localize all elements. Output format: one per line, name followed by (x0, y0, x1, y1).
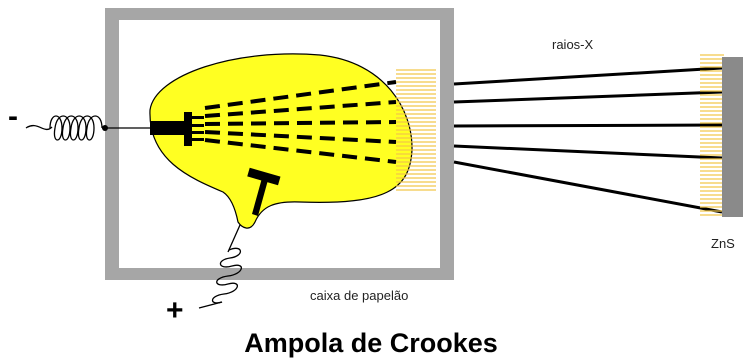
cathode-ray-dash (204, 138, 397, 164)
cathode-ray-dash (204, 130, 397, 144)
cathode-terminal (102, 125, 108, 131)
cathode-ray-dash (204, 80, 397, 110)
cathode-ray-dashes (204, 80, 397, 164)
cathode-ray-dash (204, 100, 397, 118)
cathode-wire (25, 115, 150, 141)
x-ray-line (453, 123, 723, 128)
x-rays-label: raios-X (552, 37, 594, 52)
x-ray-line (453, 160, 723, 214)
cathode-ray-dash (204, 120, 397, 126)
zns-screen (700, 54, 743, 217)
tube-glow-lines (396, 69, 436, 191)
anode-sign-label: + (166, 294, 184, 327)
diagram-title: Ampola de Crookes (244, 328, 498, 358)
cardboard-box-label: caixa de papelão (310, 288, 408, 303)
x-ray-lines (453, 66, 723, 214)
anode-electrode (247, 167, 281, 216)
zns-screen-label: ZnS (711, 236, 735, 251)
x-ray-line (453, 144, 723, 160)
crookes-tube-glass (149, 53, 413, 229)
cathode-sign-label: - (8, 100, 18, 133)
screen-glow-lines (700, 54, 724, 216)
anode-wire (198, 224, 242, 309)
cardboard-box (105, 8, 454, 280)
x-ray-line (453, 90, 723, 104)
x-ray-line (453, 66, 723, 86)
cathode-electrode (150, 112, 204, 146)
